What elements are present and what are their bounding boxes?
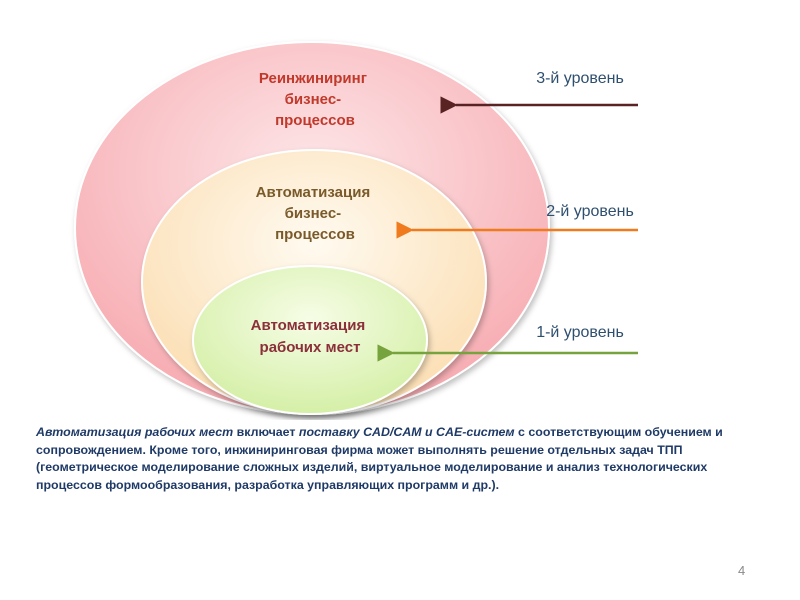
level-1-label: 1-й уровень [536,324,624,341]
level-3-label: 3-й уровень [536,70,624,87]
outer-ring-label: Реинжиниринг бизнес- процессов [259,70,371,129]
description-em-3: поставку CAD/CAM и CAE-систем [298,425,515,439]
middle-ring-label: Автоматизация бизнес- процессов [256,184,375,243]
description-paragraph: Автоматизация рабочих мест включает пост… [36,424,776,494]
page-number: 4 [738,563,746,578]
description-text-4: с соответствующим обучением и сопровожде… [36,425,723,492]
inner-ring-label: Автоматизация рабочих мест [251,317,370,356]
description-em-1: Автоматизация рабочих мест [36,425,234,439]
level-2-label: 2-й уровень [546,203,634,220]
nested-levels-diagram: Реинжиниринг бизнес- процессов Автоматиз… [74,41,638,415]
inner-ring [192,265,428,415]
description-text-2: включает [233,425,299,439]
